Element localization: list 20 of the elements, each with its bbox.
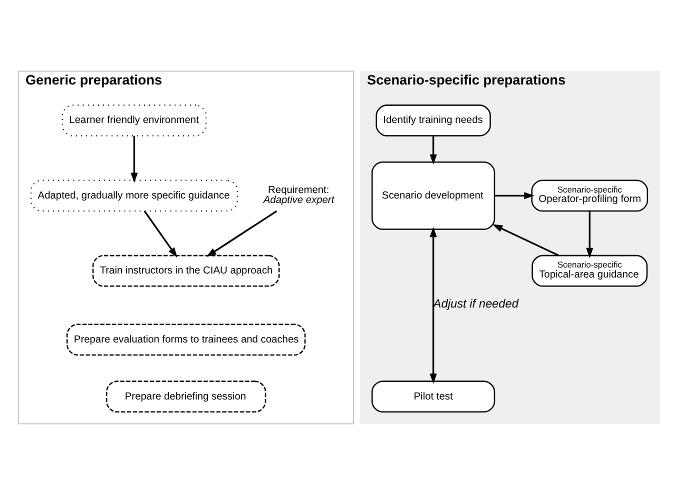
node-box: Learner friendly environment — [62, 104, 207, 136]
node-box: Pilot test — [372, 380, 496, 412]
node-box: Scenario-specific Operator-profiling form — [531, 179, 648, 212]
arrow — [586, 210, 594, 258]
node-box: Identify training needs — [376, 104, 491, 136]
node-box: Train instructors in the CIAU approach — [92, 254, 280, 286]
edge-label: Adjust if needed — [433, 296, 518, 310]
node-text: Requirement: Adaptive expert — [263, 184, 334, 206]
arrow — [206, 210, 278, 256]
node-box: Prepare debriefing session — [106, 380, 266, 412]
arrow — [144, 210, 178, 258]
arrow — [494, 192, 534, 199]
node-box: Prepare evaluation forms to trainees and coaches — [66, 323, 306, 356]
arrow — [430, 226, 437, 384]
node-box: Adapted, gradually more specific guidance — [30, 179, 238, 212]
arrow — [430, 135, 437, 164]
node-box: Scenario-specific Topical-area guidance — [532, 254, 648, 286]
arrow — [492, 224, 560, 256]
arrow — [130, 135, 138, 182]
node-box: Scenario development — [372, 160, 496, 230]
